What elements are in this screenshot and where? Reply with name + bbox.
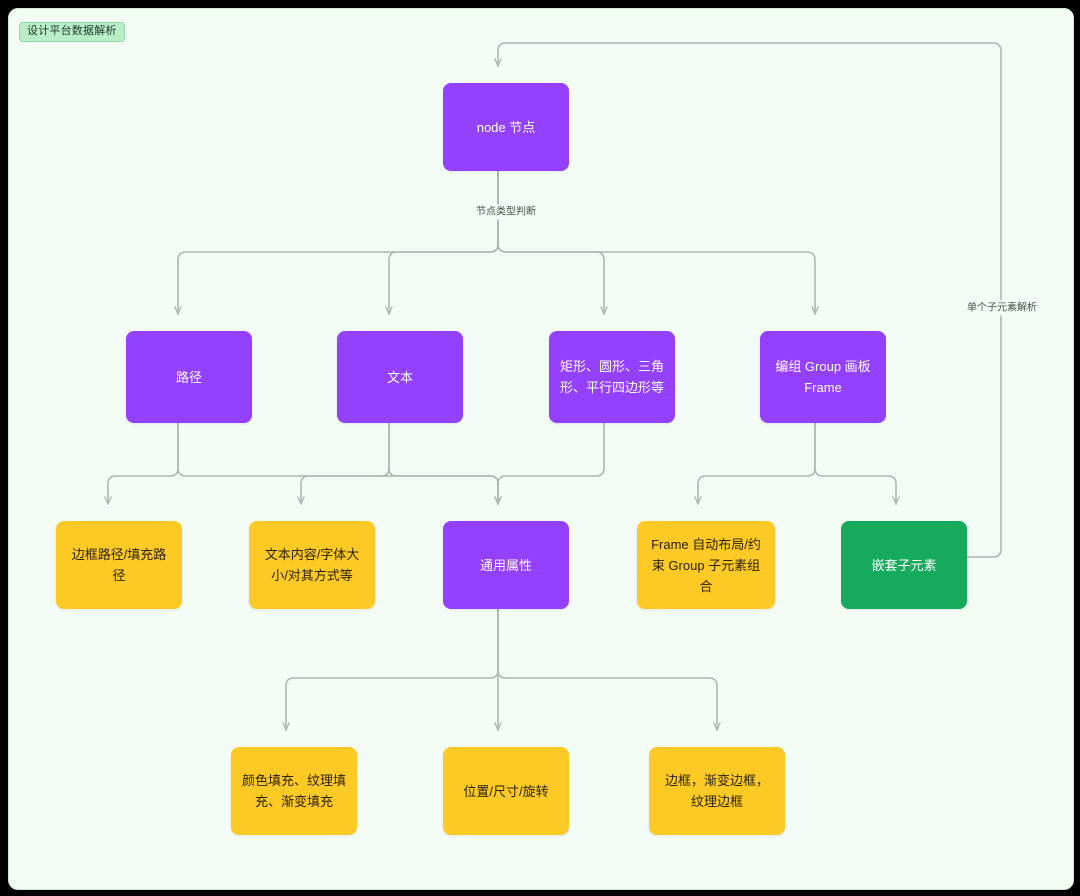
node-path[interactable]: 路径 [126,331,252,423]
node-nested-children[interactable]: 嵌套子元素 [841,521,967,609]
node-stroke[interactable]: 边框，渐变边框，纹理边框 [649,747,785,835]
node-root-label: node 节点 [476,119,536,135]
diagram-title-badge: 设计平台数据解析 [19,22,125,42]
node-root[interactable]: node 节点 [443,83,569,171]
node-group-frame-label: 编组 Group 画板 Frame [775,359,871,395]
edge-label-node-type-judge: 节点类型判断 [473,204,539,220]
node-shape[interactable]: 矩形、圆形、三角形、平行四边形等 [549,331,675,423]
node-path-label: 路径 [175,369,202,385]
node-fill[interactable]: 颜色填充、纹理填充、渐变填充 [231,747,357,835]
node-transform[interactable]: 位置/尺寸/旋转 [443,747,569,835]
node-group-frame[interactable]: 编组 Group 画板 Frame [760,331,886,423]
diagram-canvas[interactable]: 设计平台数据解析 [8,8,1074,890]
node-path-attributes-label: 边框路径/填充路径 [71,547,167,583]
node-fill-label: 颜色填充、纹理填充、渐变填充 [241,773,346,809]
node-stroke-label: 边框，渐变边框，纹理边框 [664,773,769,809]
node-text-attributes[interactable]: 文本内容/字体大小/对其方式等 [249,521,375,609]
node-shape-label: 矩形、圆形、三角形、平行四边形等 [559,359,664,395]
node-frame-group-attributes-label: Frame 自动布局/约束 Group 子元素组合 [651,536,761,594]
edge-label-single-child-parse: 单个子元素解析 [964,300,1040,316]
node-transform-label: 位置/尺寸/旋转 [463,783,549,799]
node-frame-group-attributes[interactable]: Frame 自动布局/约束 Group 子元素组合 [637,521,775,609]
node-common-attributes[interactable]: 通用属性 [443,521,569,609]
node-path-attributes[interactable]: 边框路径/填充路径 [56,521,182,609]
node-nested-children-label: 嵌套子元素 [871,557,937,573]
node-text-attributes-label: 文本内容/字体大小/对其方式等 [264,547,360,583]
node-text-label: 文本 [386,369,413,385]
node-common-attributes-label: 通用属性 [479,557,532,573]
node-text[interactable]: 文本 [337,331,463,423]
